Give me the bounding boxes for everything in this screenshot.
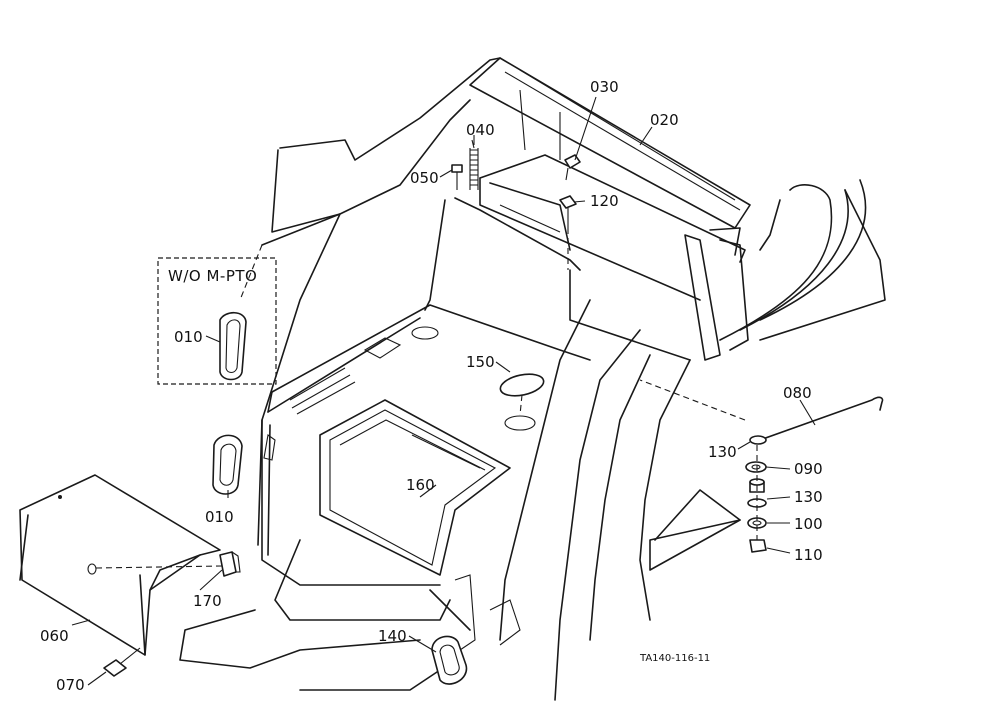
inset-label: W/O M-PTO — [168, 267, 257, 285]
spring-040 — [469, 135, 479, 190]
grommet-140 — [431, 635, 468, 685]
label-130a: 130 — [708, 443, 737, 461]
bolt-120 — [559, 195, 577, 270]
fender-body-outline — [179, 57, 886, 701]
grommet-010-inset — [219, 311, 247, 381]
label-130b: 130 — [794, 488, 823, 506]
label-030: 030 — [590, 78, 619, 96]
part-labels: 030 020 040 050 120 010 150 080 130 090 … — [40, 78, 823, 694]
leader-lines — [71, 96, 816, 686]
label-050: 050 — [410, 169, 439, 187]
label-100: 100 — [794, 515, 823, 533]
label-090: 090 — [794, 460, 823, 478]
rod-080 — [759, 396, 884, 441]
drawing-code: TA140-116-11 — [639, 653, 710, 664]
grommet-010 — [212, 434, 243, 495]
bolt-070 — [103, 647, 141, 677]
label-040: 040 — [466, 121, 495, 139]
label-150: 150 — [466, 353, 495, 371]
label-170: 170 — [193, 592, 222, 610]
label-020: 020 — [650, 111, 679, 129]
label-010-inset: 010 — [174, 328, 203, 346]
seat-frame-020 — [469, 57, 751, 361]
label-060: 060 — [40, 627, 69, 645]
label-080: 080 — [783, 384, 812, 402]
cover-060 — [19, 474, 223, 656]
label-070: 070 — [56, 676, 85, 694]
label-010: 010 — [205, 508, 234, 526]
label-120: 120 — [590, 192, 619, 210]
label-140: 140 — [378, 627, 407, 645]
floor-mat-160 — [319, 399, 511, 576]
bolt-030 — [564, 154, 581, 181]
label-160: 160 — [406, 476, 435, 494]
inset-box: W/O M-PTO — [157, 257, 277, 385]
label-110: 110 — [794, 546, 823, 564]
hardware-stack — [639, 379, 767, 553]
block-170 — [219, 551, 241, 577]
bolt-050 — [451, 164, 463, 190]
plug-150 — [499, 373, 545, 416]
